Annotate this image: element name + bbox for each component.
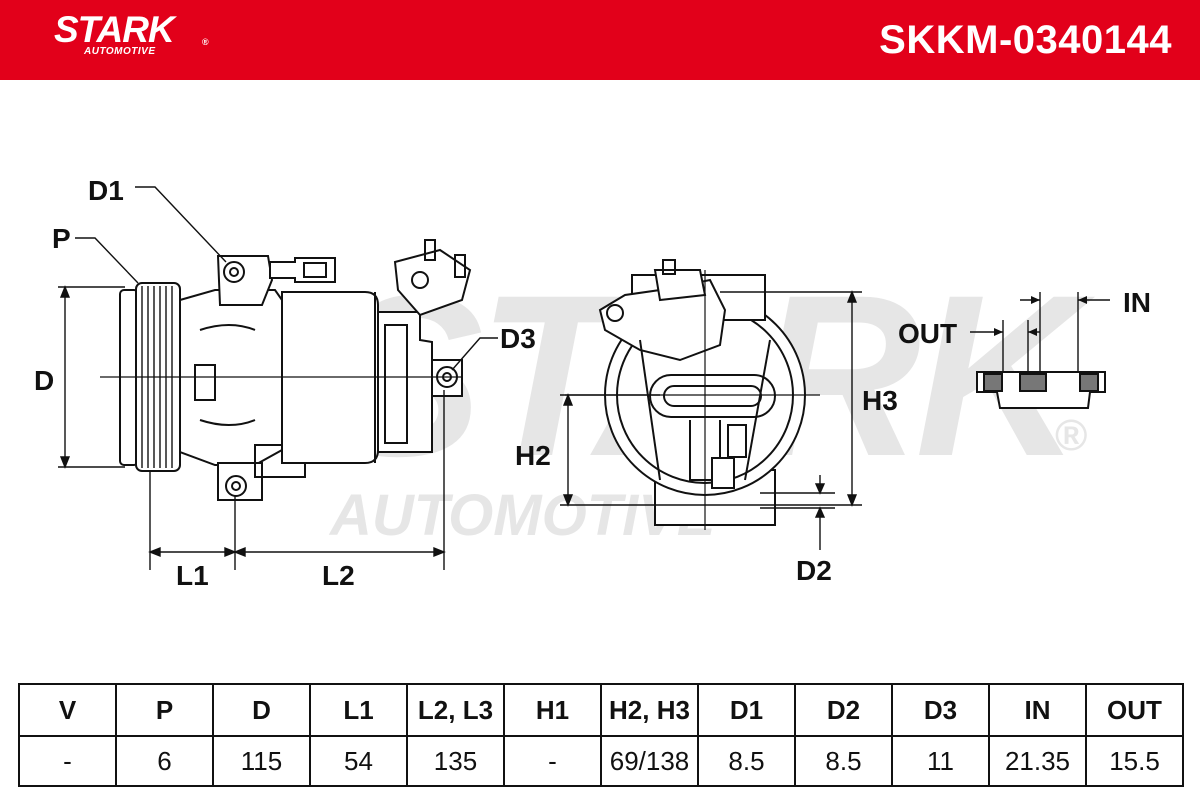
header-h2-h3: H2, H3 [600, 683, 699, 737]
header-in: IN [988, 683, 1087, 737]
value-d3: 11 [891, 735, 990, 787]
rear-view [565, 259, 820, 530]
side-view [100, 239, 472, 501]
label-d2: D2 [796, 555, 832, 586]
label-h2: H2 [515, 440, 551, 471]
compressor-diagram: STARK AUTOMOTIVE ® [0, 80, 1200, 670]
header-p: P [115, 683, 214, 737]
watermark-mark: ® [1055, 411, 1087, 460]
header-l2-l3: L2, L3 [406, 683, 505, 737]
value-l1: 54 [309, 735, 408, 787]
value-h2-h3: 69/138 [600, 735, 699, 787]
value-in: 21.35 [988, 735, 1087, 787]
port-section [970, 292, 1110, 409]
rear-view-dimensions [560, 290, 862, 550]
label-d3: D3 [500, 323, 536, 354]
specs-header-row: V P D L1 L2, L3 H1 H2, H3 D1 D2 D3 IN OU… [18, 683, 1184, 737]
header-d1: D1 [697, 683, 796, 737]
header-v: V [18, 683, 117, 737]
stark-logo: STARK ® AUTOMOTIVE [54, 9, 209, 58]
value-l2-l3: 135 [406, 735, 505, 787]
value-d1: 8.5 [697, 735, 796, 787]
technical-drawing: STARK AUTOMOTIVE ® [34, 175, 1151, 591]
product-sku: SKKM-0340144 [879, 18, 1172, 62]
specs-table: V P D L1 L2, L3 H1 H2, H3 D1 D2 D3 IN OU… [18, 683, 1184, 787]
header-d: D [212, 683, 311, 737]
label-out: OUT [898, 318, 957, 349]
value-p: 6 [115, 735, 214, 787]
label-in: IN [1123, 287, 1151, 318]
header-d2: D2 [794, 683, 893, 737]
label-d: D [34, 365, 54, 396]
label-h3: H3 [862, 385, 898, 416]
label-p: P [52, 223, 71, 254]
value-h1: - [503, 735, 602, 787]
value-d: 115 [212, 735, 311, 787]
label-l1: L1 [176, 560, 209, 591]
header-bar: STARK ® AUTOMOTIVE SKKM-0340144 [0, 0, 1200, 80]
logo-subtitle: AUTOMOTIVE [84, 46, 156, 57]
label-d1: D1 [88, 175, 124, 206]
label-l2: L2 [322, 560, 355, 591]
value-v: - [18, 735, 117, 787]
header-d3: D3 [891, 683, 990, 737]
specs-value-row: - 6 115 54 135 - 69/138 8.5 8.5 11 21.35… [18, 735, 1184, 787]
header-l1: L1 [309, 683, 408, 737]
header-out: OUT [1085, 683, 1184, 737]
logo-registered-mark: ® [202, 37, 209, 47]
logo-brand: STARK [54, 9, 175, 50]
value-out: 15.5 [1085, 735, 1184, 787]
header-h1: H1 [503, 683, 602, 737]
side-view-dimensions [58, 186, 498, 570]
watermark-subtitle: AUTOMOTIVE [328, 483, 718, 548]
value-d2: 8.5 [794, 735, 893, 787]
